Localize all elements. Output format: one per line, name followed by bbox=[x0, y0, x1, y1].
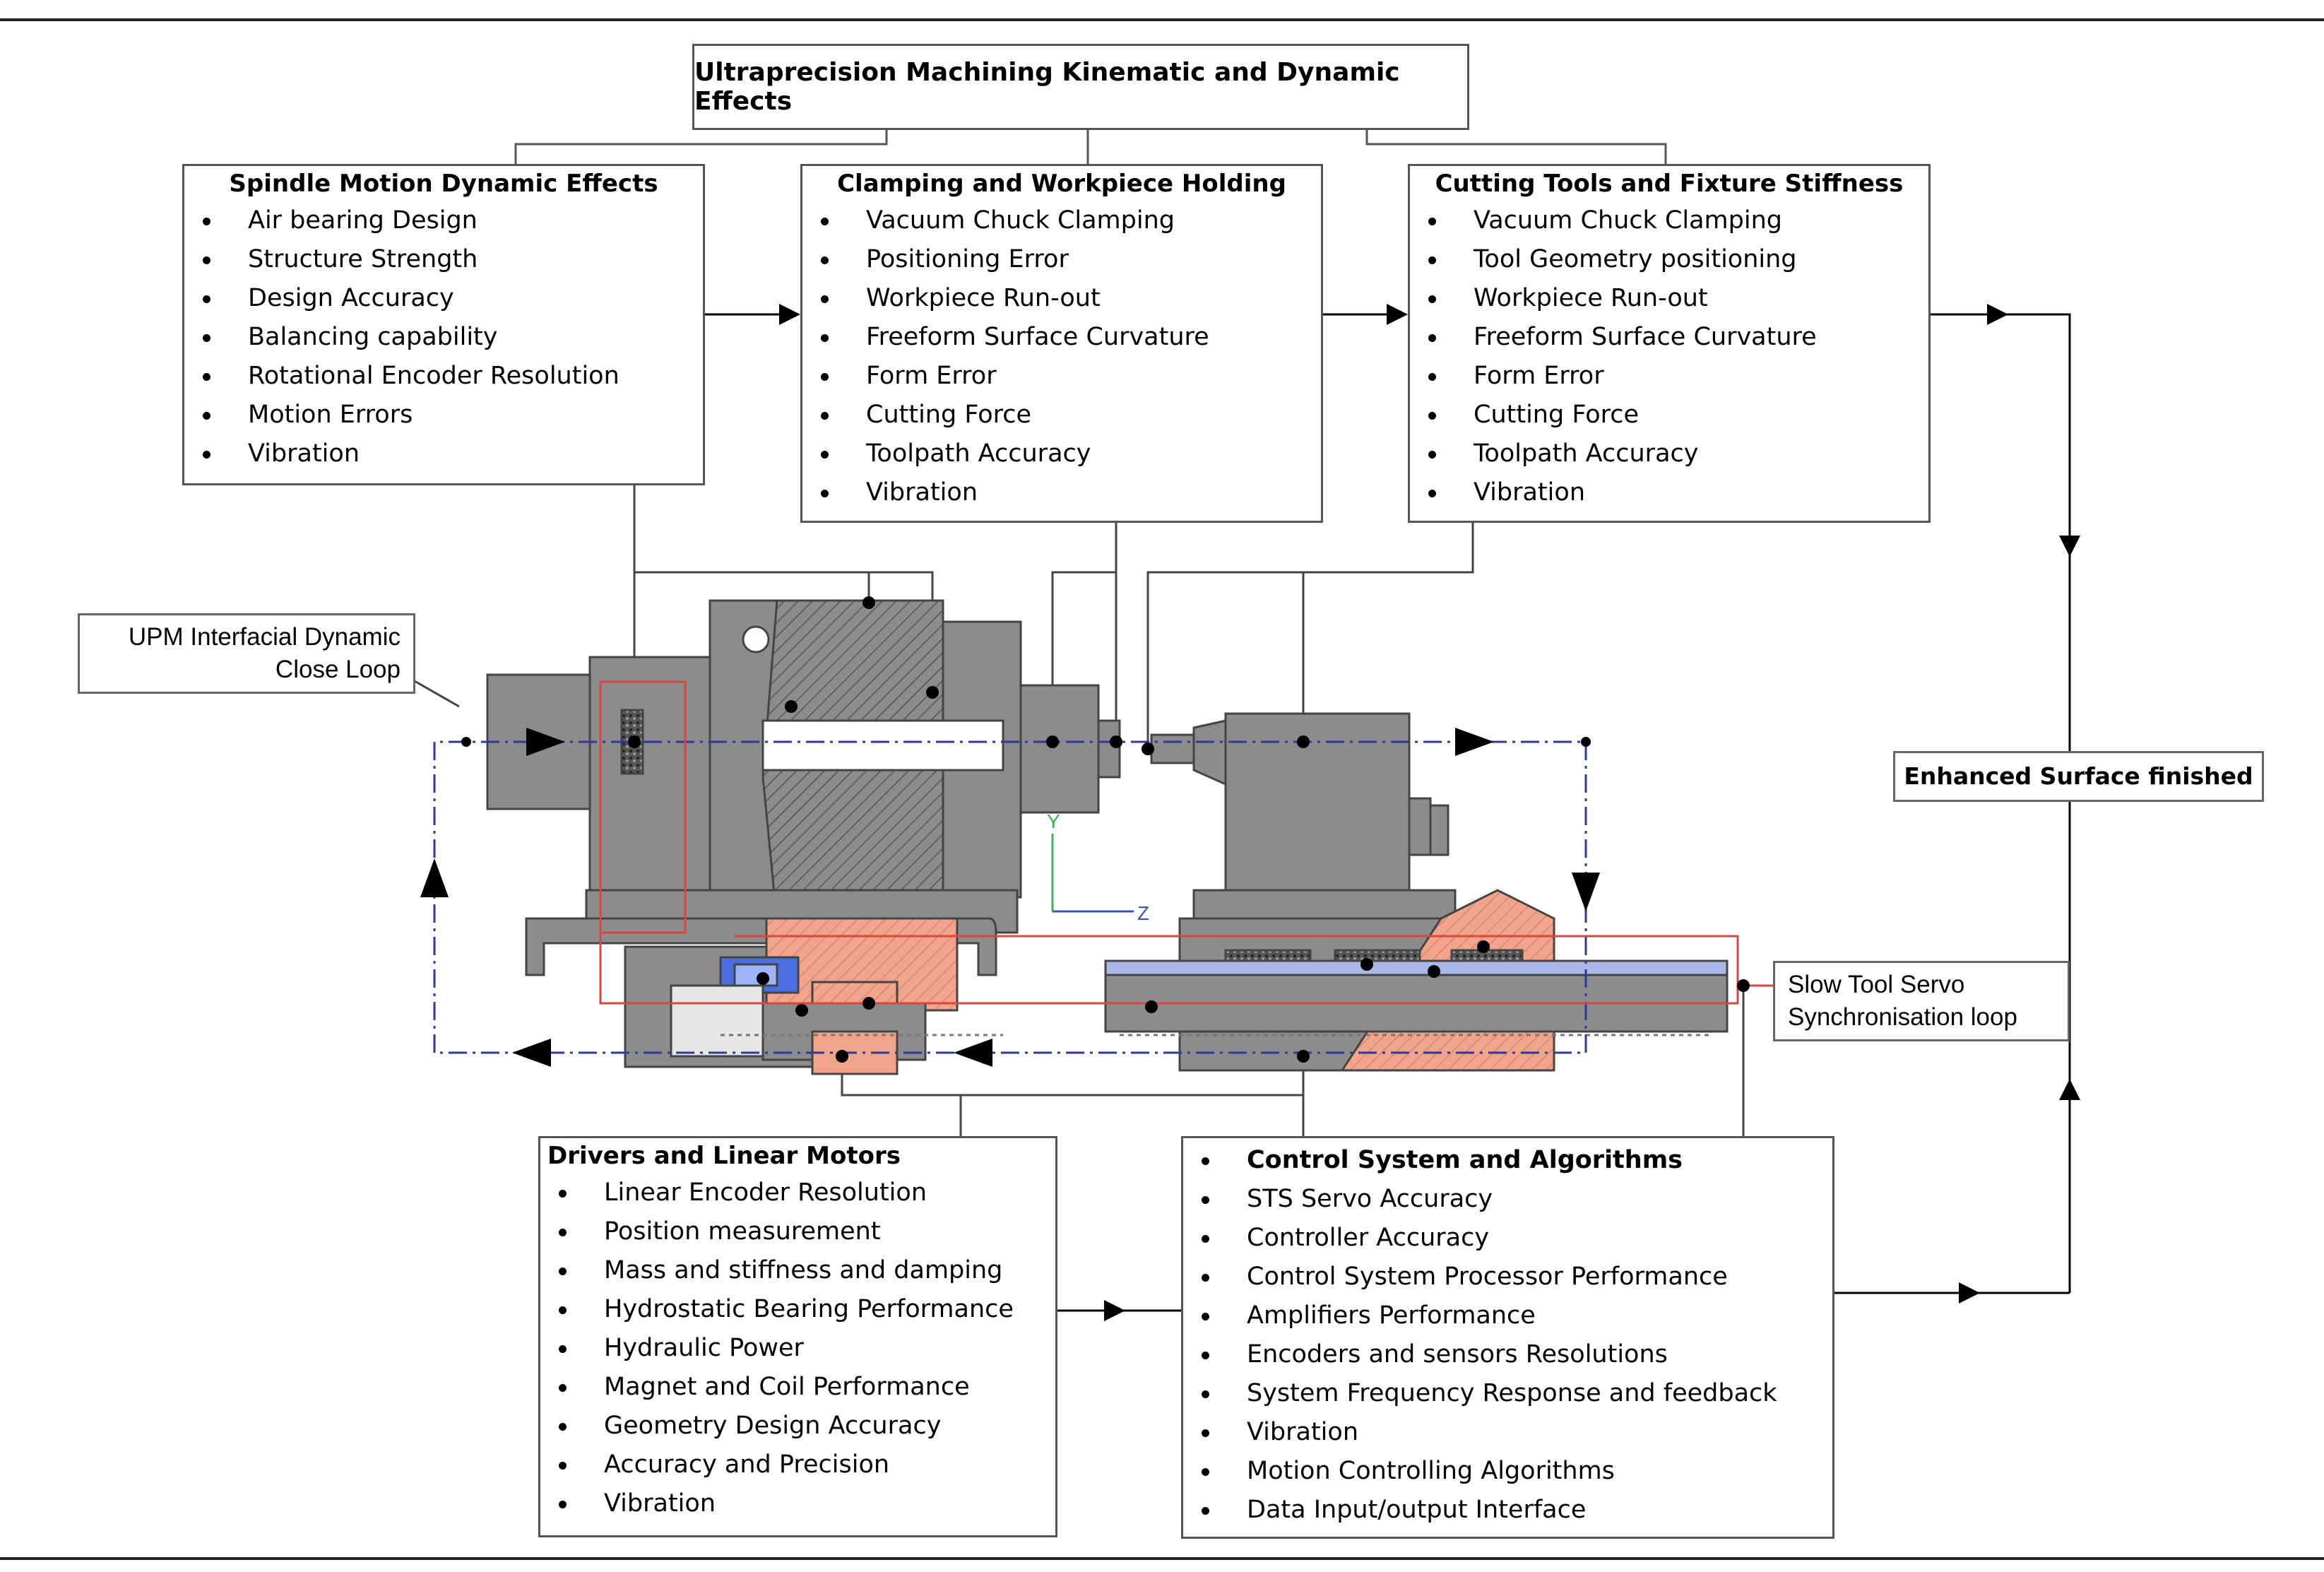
list-item: System Frequency Response and feedback bbox=[1193, 1374, 1832, 1413]
title-connectors bbox=[514, 130, 1667, 164]
list-item: Balancing capability bbox=[194, 318, 703, 357]
list-item: Form Error bbox=[812, 357, 1321, 396]
control-list: Control System and Algorithms STS Servo … bbox=[1183, 1141, 1832, 1530]
spindle-list: Air bearing Design Structure Strength De… bbox=[184, 201, 703, 473]
list-item: Vibration bbox=[194, 435, 703, 473]
control-box: Control System and Algorithms STS Servo … bbox=[1181, 1136, 1834, 1539]
list-item: Hydraulic Power bbox=[550, 1329, 1055, 1368]
list-item: Toolpath Accuracy bbox=[812, 435, 1321, 473]
cutting-heading: Cutting Tools and Fixture Stiffness bbox=[1435, 170, 1904, 198]
list-item: Linear Encoder Resolution bbox=[550, 1174, 1055, 1212]
sts-label-line1: Slow Tool Servo bbox=[1788, 971, 1965, 998]
list-item: Control System Processor Performance bbox=[1193, 1258, 1832, 1296]
list-item: Cutting Force bbox=[1420, 396, 1928, 435]
list-item: Air bearing Design bbox=[194, 201, 703, 240]
enhanced-surface-label: Enhanced Surface finished bbox=[1893, 751, 2264, 802]
clamping-list: Vacuum Chuck Clamping Positioning Error … bbox=[802, 201, 1321, 512]
axis-z-label: Z bbox=[1137, 902, 1149, 924]
list-item: Workpiece Run-out bbox=[812, 279, 1321, 318]
junction-dots bbox=[461, 596, 1750, 1063]
upm-loop-label: UPM Interfacial Dynamic Close Loop bbox=[78, 613, 415, 694]
list-item: Motion Errors bbox=[194, 396, 703, 435]
list-item: Data Input/output Interface bbox=[1193, 1491, 1832, 1530]
axis-y-label: Y bbox=[1047, 810, 1060, 832]
bottom-rule bbox=[0, 1557, 2324, 1560]
list-item: Vacuum Chuck Clamping bbox=[1420, 201, 1928, 240]
upm-label-line1: UPM Interfacial Dynamic bbox=[128, 623, 401, 651]
clamping-heading: Clamping and Workpiece Holding bbox=[837, 170, 1286, 198]
list-item: Accuracy and Precision bbox=[550, 1446, 1055, 1484]
list-item: Hydrostatic Bearing Performance bbox=[550, 1290, 1055, 1329]
drivers-list: Linear Encoder Resolution Position measu… bbox=[540, 1174, 1055, 1523]
list-item: Vibration bbox=[550, 1484, 1055, 1523]
upm-label-line2: Close Loop bbox=[275, 656, 401, 683]
spindle-heading: Spindle Motion Dynamic Effects bbox=[229, 170, 658, 198]
list-item: Amplifiers Performance bbox=[1193, 1296, 1832, 1335]
control-heading: Control System and Algorithms bbox=[1193, 1141, 1832, 1180]
list-item: Magnet and Coil Performance bbox=[550, 1368, 1055, 1407]
list-item: Vacuum Chuck Clamping bbox=[812, 201, 1321, 240]
drivers-box: Drivers and Linear Motors Linear Encoder… bbox=[538, 1136, 1057, 1537]
diagram-title: Ultraprecision Machining Kinematic and D… bbox=[692, 44, 1469, 130]
list-item: Mass and stiffness and damping bbox=[550, 1251, 1055, 1290]
list-item: Structure Strength bbox=[194, 240, 703, 279]
list-item: Workpiece Run-out bbox=[1420, 279, 1928, 318]
list-item: Vibration bbox=[1420, 473, 1928, 512]
list-item: Geometry Design Accuracy bbox=[550, 1407, 1055, 1446]
sts-loop-label: Slow Tool Servo Synchronisation loop bbox=[1773, 961, 2070, 1041]
list-item: Motion Controlling Algorithms bbox=[1193, 1452, 1832, 1491]
clamping-box: Clamping and Workpiece Holding Vacuum Ch… bbox=[800, 164, 1323, 523]
list-item: Form Error bbox=[1420, 357, 1928, 396]
top-rule bbox=[0, 18, 2324, 21]
cutting-box: Cutting Tools and Fixture Stiffness Vacu… bbox=[1408, 164, 1931, 523]
cutting-list: Vacuum Chuck Clamping Tool Geometry posi… bbox=[1410, 201, 1928, 512]
list-item: Rotational Encoder Resolution bbox=[194, 357, 703, 396]
list-item: Controller Accuracy bbox=[1193, 1219, 1832, 1258]
list-item: Encoders and sensors Resolutions bbox=[1193, 1335, 1832, 1374]
upm-loop bbox=[433, 740, 1587, 1054]
spindle-box: Spindle Motion Dynamic Effects Air beari… bbox=[182, 164, 705, 485]
axis-gizmo bbox=[1051, 834, 1134, 913]
upm-loop-arrows bbox=[420, 728, 1600, 1067]
list-item: Design Accuracy bbox=[194, 279, 703, 318]
list-item: Vibration bbox=[812, 473, 1321, 512]
list-item: Position measurement bbox=[550, 1212, 1055, 1251]
list-item: Vibration bbox=[1193, 1413, 1832, 1452]
list-item: Freeform Surface Curvature bbox=[1420, 318, 1928, 357]
list-item: Tool Geometry positioning bbox=[1420, 240, 1928, 279]
list-item: Freeform Surface Curvature bbox=[812, 318, 1321, 357]
flow-arrows bbox=[703, 304, 2080, 1321]
list-item: STS Servo Accuracy bbox=[1193, 1180, 1832, 1219]
list-item: Positioning Error bbox=[812, 240, 1321, 279]
list-item: Toolpath Accuracy bbox=[1420, 435, 1928, 473]
drivers-heading: Drivers and Linear Motors bbox=[547, 1142, 901, 1170]
sts-label-line2: Synchronisation loop bbox=[1788, 1003, 2017, 1031]
list-item: Cutting Force bbox=[812, 396, 1321, 435]
